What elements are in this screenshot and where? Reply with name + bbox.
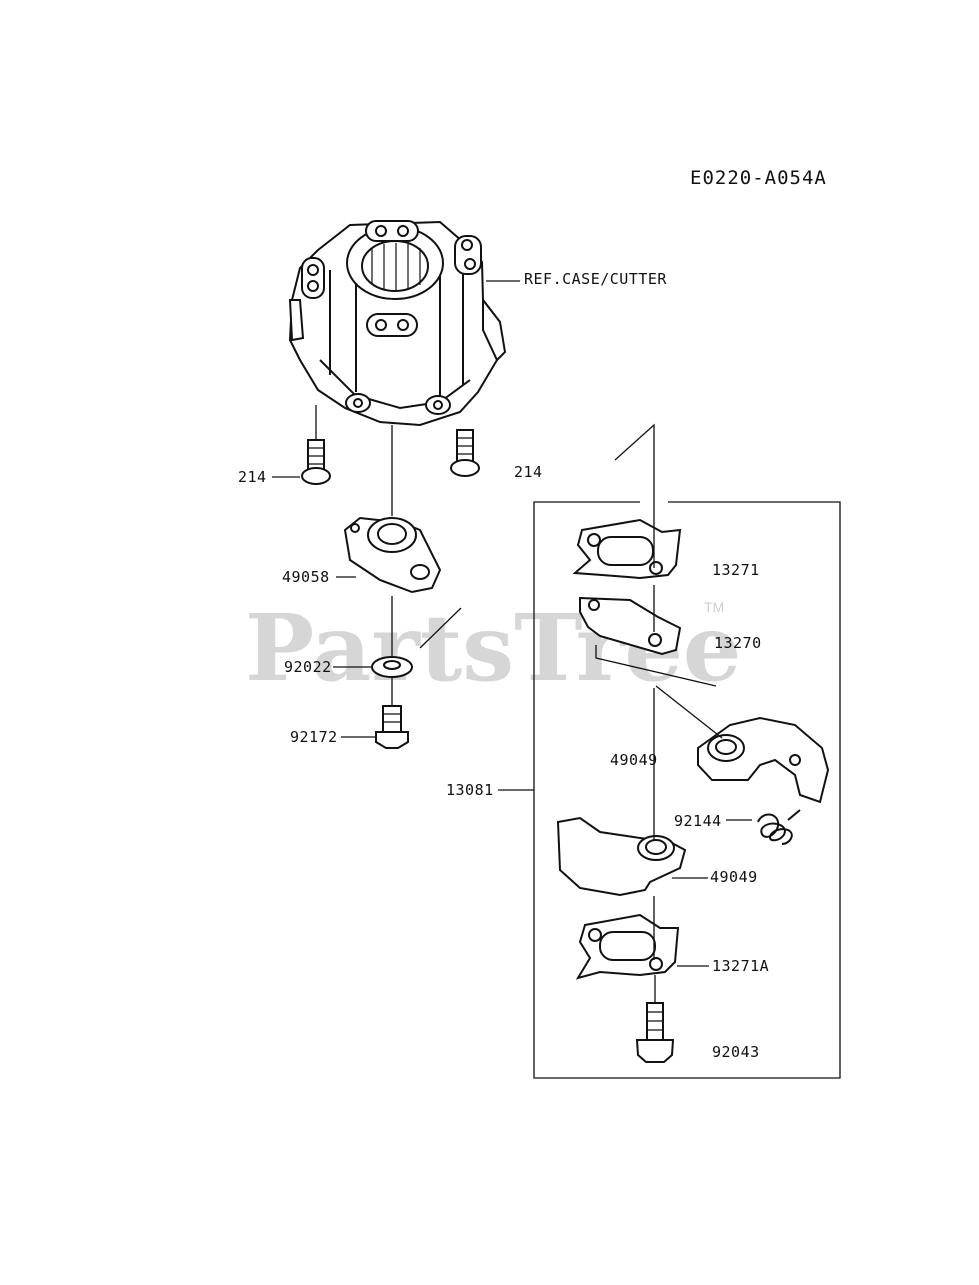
plate-13270 xyxy=(579,596,682,656)
washer-92022 xyxy=(371,656,413,678)
clutch-shoe-49049-lower xyxy=(556,816,687,897)
clutch-shoe-49049-upper xyxy=(697,716,830,804)
bolt-214-left xyxy=(301,439,331,485)
label-49058: 49058 xyxy=(282,568,330,586)
bolt-214-right xyxy=(450,429,480,477)
gasket-13271 xyxy=(572,518,682,580)
assembly-13081-box xyxy=(533,501,841,1079)
label-13270: 13270 xyxy=(714,634,762,652)
label-13081: 13081 xyxy=(446,781,494,799)
label-92144: 92144 xyxy=(674,812,722,830)
label-92022: 92022 xyxy=(284,658,332,676)
bracket-49058 xyxy=(343,516,442,594)
leader-lines xyxy=(272,280,752,1003)
label-ref-case-cutter: REF.CASE/CUTTER xyxy=(524,270,667,288)
label-13271A: 13271A xyxy=(712,957,769,975)
gasket-13271A xyxy=(575,913,680,980)
bolt-92172 xyxy=(375,705,409,749)
diagram-code: E0220-A054A xyxy=(690,167,827,189)
label-214-left: 214 xyxy=(238,468,267,486)
label-49049-upper: 49049 xyxy=(610,751,658,769)
bolt-92043 xyxy=(635,1002,675,1063)
label-13271: 13271 xyxy=(712,561,760,579)
label-92043: 92043 xyxy=(712,1043,760,1061)
clutch-case-housing xyxy=(288,220,507,427)
label-49049-lower: 49049 xyxy=(710,868,758,886)
label-214-right: 214 xyxy=(514,463,543,481)
watermark-trademark: TM xyxy=(704,599,724,615)
label-92172: 92172 xyxy=(290,728,338,746)
spring-92144 xyxy=(757,809,801,845)
